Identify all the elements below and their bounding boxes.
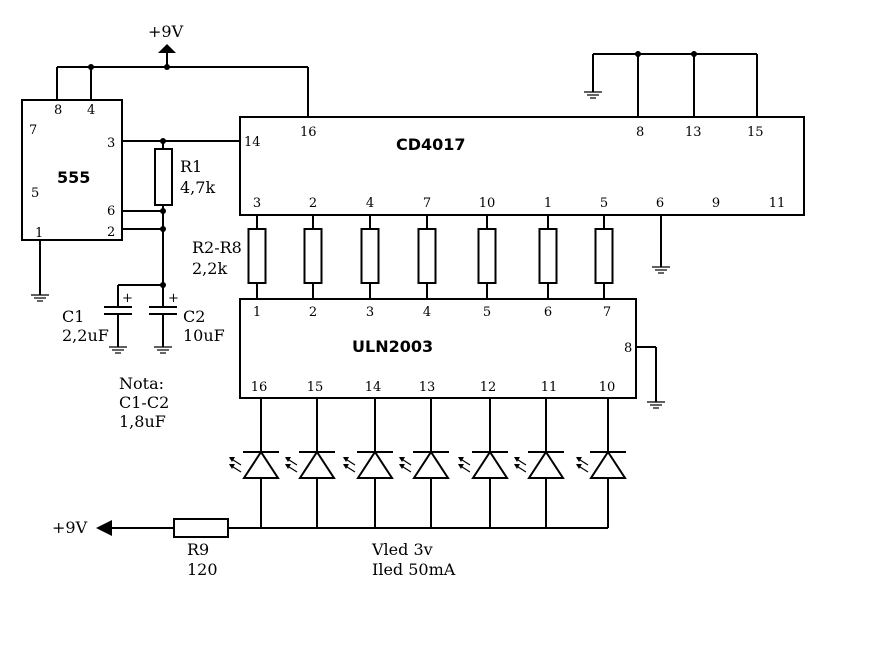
pin-label: 14	[244, 135, 261, 150]
r1-label: R1	[180, 157, 202, 176]
r2-r8-label: R2-R8	[192, 238, 242, 257]
uln2003-body	[239, 298, 637, 399]
pin-label: 1	[35, 226, 43, 241]
led-icon	[343, 398, 394, 528]
cd4017-body	[239, 116, 805, 216]
pin-label: 10	[599, 380, 616, 395]
ic-555-label: 555	[57, 168, 90, 187]
pin-label: 7	[29, 123, 37, 138]
c2-plus: +	[168, 291, 179, 306]
led-icon	[285, 398, 336, 528]
pin-label: 1	[253, 305, 261, 320]
c1-capacitor: +	[104, 285, 133, 354]
pin-label: 14	[365, 380, 382, 395]
led-icon	[576, 398, 627, 528]
pin-label: 11	[769, 196, 786, 211]
resistor-r5	[417, 228, 437, 284]
r9-label: R9	[187, 540, 209, 559]
r9-value: 120	[187, 560, 218, 579]
note-line1: C1-C2	[119, 393, 169, 412]
r9-resistor	[173, 518, 229, 538]
pin-label: 2	[107, 225, 115, 240]
pin-label: 6	[107, 204, 115, 219]
cd4017-label: CD4017	[396, 135, 466, 154]
note: Nota: C1-C2 1,8uF	[119, 374, 169, 431]
pin-label: 2	[309, 196, 317, 211]
supply-arrow-icon	[96, 520, 112, 536]
cd4017-bottom-pins: 3 2 4 7 10 1 5 6 9 11	[253, 196, 785, 211]
pin-label: 6	[656, 196, 664, 211]
resistor-r7	[538, 228, 558, 284]
pin-label: 7	[603, 305, 611, 320]
supply-arrow-icon	[158, 44, 176, 53]
r1-value: 4,7k	[180, 178, 215, 197]
pin-label: 7	[423, 196, 431, 211]
pin-label: 10	[479, 196, 496, 211]
led-bank	[229, 398, 627, 528]
c2-label: C2	[183, 307, 205, 326]
resistor-r3	[303, 228, 323, 284]
led-icon	[229, 398, 280, 528]
pin-label: 8	[624, 341, 632, 356]
pin-label: 4	[423, 305, 431, 320]
led-icon	[458, 398, 509, 528]
note-line2: 1,8uF	[119, 412, 166, 431]
resistor-r4	[360, 228, 380, 284]
pin-label: 13	[419, 380, 436, 395]
pin-label: 1	[544, 196, 552, 211]
r2-r8-value: 2,2k	[192, 259, 227, 278]
pin-label: 13	[685, 125, 702, 140]
c1-label: C1	[62, 307, 84, 326]
pin-label: 3	[107, 136, 115, 151]
led-icon	[399, 398, 450, 528]
resistor-r8	[594, 228, 614, 284]
supply-top: +9V	[56, 22, 309, 117]
c1-plus: +	[122, 291, 133, 306]
pin-label: 5	[483, 305, 491, 320]
ground-icon	[647, 401, 665, 409]
pin-label: 8	[636, 125, 644, 140]
pin-label: 5	[31, 186, 39, 201]
pin-label: 4	[366, 196, 374, 211]
iled-label: Iled 50mA	[372, 560, 456, 579]
resistor-r6	[477, 228, 497, 284]
pin-label: 5	[600, 196, 608, 211]
vled-label: Vled 3v	[371, 540, 433, 559]
note-title: Nota:	[119, 374, 164, 393]
ic-555: 555 8 4 7 3 5 6 1 2	[21, 99, 123, 302]
supply-bottom-label: +9V	[52, 518, 88, 537]
resistor-bank	[247, 215, 614, 299]
pin-label: 8	[54, 103, 62, 118]
led-supply: +9V R9 120 Vled 3v Iled 50mA	[52, 518, 608, 579]
ic-555-body	[21, 99, 123, 241]
uln2003-label: ULN2003	[352, 337, 433, 356]
c2-value: 10uF	[183, 326, 225, 345]
supply-top-label: +9V	[148, 22, 184, 41]
pin-label: 15	[747, 125, 764, 140]
pin-label: 3	[366, 305, 374, 320]
ground-icon	[584, 91, 602, 99]
ground-icon	[652, 266, 670, 274]
led-icon	[514, 398, 565, 528]
timing-network: R1 4,7k + C1 2,2uF +	[62, 138, 240, 354]
c1-value: 2,2uF	[62, 326, 109, 345]
pin-label: 12	[480, 380, 497, 395]
c2-capacitor: +	[149, 285, 179, 354]
r1-resistor	[154, 148, 173, 206]
pin-label: 16	[300, 125, 317, 140]
pin-label: 9	[712, 196, 720, 211]
pin-label: 11	[541, 380, 558, 395]
pin-label: 15	[307, 380, 324, 395]
pin-label: 6	[544, 305, 552, 320]
pin-label: 3	[253, 196, 261, 211]
pin-label: 2	[309, 305, 317, 320]
pin-label: 16	[251, 380, 268, 395]
pin-label: 4	[87, 103, 95, 118]
ground-icon	[31, 294, 49, 302]
resistor-r2	[247, 228, 267, 284]
